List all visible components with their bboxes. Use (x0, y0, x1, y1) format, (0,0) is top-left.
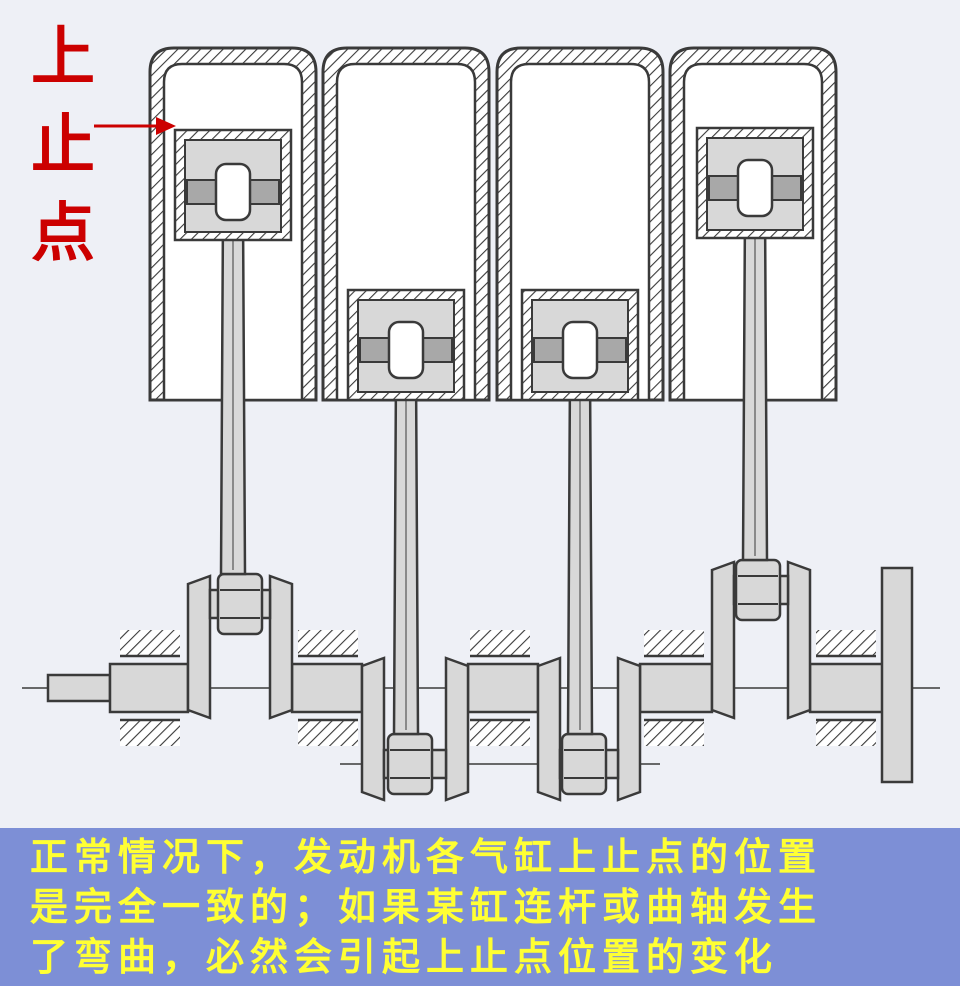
bearing-top-4 (644, 630, 704, 656)
crank-throw-2 (360, 656, 470, 802)
crank-web-left (710, 560, 736, 720)
small-end (561, 320, 599, 380)
small-end (387, 320, 425, 380)
label-char-1: 上 (31, 21, 95, 95)
big-end (560, 732, 608, 796)
piston-assembly-2 (346, 288, 466, 736)
bearing-top-1 (120, 630, 180, 656)
crank-web-right (616, 656, 642, 802)
big-end (216, 572, 264, 636)
big-end (386, 732, 434, 796)
crank-throw-1 (186, 572, 294, 720)
small-end (214, 162, 252, 222)
piston-assembly-4 (695, 126, 815, 562)
crank-throw-4 (710, 558, 812, 720)
piston-assembly-1 (173, 128, 293, 576)
main-journal-4 (466, 662, 540, 714)
main-journal-3 (290, 662, 364, 714)
caption-line-2: 是完全一致的；如果某缸连杆或曲轴发生 (30, 885, 823, 929)
top-dead-center-label: 上 止 点 (18, 14, 108, 278)
label-char-2: 止 (31, 109, 95, 183)
crank-web-right (268, 574, 294, 720)
caption-line-1: 正常情况下，发动机各气缸上止点的位置 (30, 835, 823, 879)
label-char-3: 点 (31, 197, 95, 271)
caption-line-3: 了弯曲，必然会引起上止点位置的变化 (30, 935, 779, 979)
crank-web-right (786, 560, 812, 720)
crank-web-left (360, 656, 386, 802)
small-end (736, 158, 774, 218)
caption-box: 正常情况下，发动机各气缸上止点的位置 是完全一致的；如果某缸连杆或曲轴发生 了弯… (0, 828, 960, 986)
flywheel (880, 566, 914, 784)
big-end (734, 558, 782, 622)
crank-web-left (186, 574, 212, 720)
bearing-top-5 (816, 630, 876, 656)
pointer-head (156, 117, 176, 135)
crank-web-left (536, 656, 562, 802)
bearing-bottom-2 (298, 720, 358, 746)
bearing-bottom-4 (644, 720, 704, 746)
crank-throw-3 (536, 656, 642, 802)
bearing-bottom-3 (470, 720, 530, 746)
bearing-top-3 (470, 630, 530, 656)
piston-assembly-3 (520, 288, 640, 736)
arrow-right-icon (94, 117, 176, 135)
main-journal-1 (46, 673, 112, 703)
bearing-top-2 (298, 630, 358, 656)
bearing-bottom-1 (120, 720, 180, 746)
main-journal-6 (808, 662, 886, 714)
crank-web-right (444, 656, 470, 802)
main-journal-5 (638, 662, 714, 714)
bearing-bottom-5 (816, 720, 876, 746)
main-journal-2 (108, 662, 190, 714)
engine-diagram (22, 46, 940, 802)
